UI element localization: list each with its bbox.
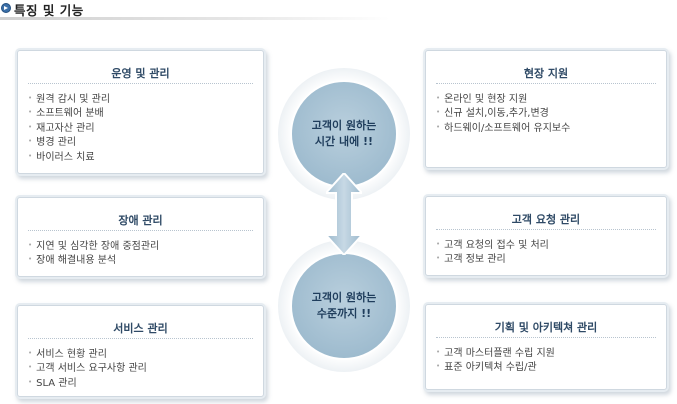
box-title: 운영 및 관리: [111, 67, 170, 80]
box-title: 서비스 관리: [113, 322, 168, 335]
list-item: 하드웨이/소프트웨어 유지보수: [436, 122, 570, 136]
box-divider: [28, 83, 253, 84]
box-service-management: 서비스 관리 서비스 현황 관리 고객 서비스 요구사항 관리 SLA 관리: [17, 305, 264, 397]
list-item: 서비스 현황 관리: [28, 348, 147, 362]
list-item: 병경 관리: [28, 136, 110, 150]
box-divider: [436, 337, 656, 338]
double-arrow-icon: [326, 173, 362, 255]
box-title: 고객 요청 관리: [511, 213, 581, 226]
box-operation-management: 운영 및 관리 원격 감시 및 관리 소프트웨어 분배 재고자산 관리 병경 관…: [17, 50, 264, 174]
box-field-support: 현장 지원 온라인 및 현장 지원 신규 설치,이동,추가,변경 하드웨이/소프…: [425, 50, 667, 168]
list-item: 고객 서비스 요구사항 관리: [28, 362, 147, 376]
box-item-list: 고객 요청의 접수 및 처리 고객 정보 관리: [436, 239, 549, 268]
list-item: 신규 설치,이동,추가,변경: [436, 107, 570, 121]
list-item: 장애 해결내용 분석: [28, 254, 159, 268]
box-divider: [436, 229, 656, 230]
box-item-list: 원격 감시 및 관리 소프트웨어 분배 재고자산 관리 병경 관리 바이러스 치…: [28, 93, 110, 165]
circle-line: 수준까지 !!: [316, 307, 372, 320]
circle-time: 고객이 원하는 시간 내에 !!: [290, 80, 398, 188]
list-item: 재고자산 관리: [28, 122, 110, 136]
box-planning-architecture-management: 기획 및 아키텍쳐 관리 고객 마스터플랜 수립 지원 표준 아키텍쳐 수립/관: [425, 304, 667, 390]
circle-text: 고객이 원하는 시간 내에 !!: [312, 118, 377, 150]
box-item-list: 지연 및 심각한 장애 중점관리 장애 해결내용 분석: [28, 240, 159, 269]
box-divider: [28, 230, 253, 231]
list-item: SLA 관리: [28, 377, 147, 391]
list-item: 바이러스 치료: [28, 151, 110, 165]
box-item-list: 온라인 및 현장 지원 신규 설치,이동,추가,변경 하드웨이/소프트웨어 유지…: [436, 93, 570, 136]
box-item-list: 서비스 현황 관리 고객 서비스 요구사항 관리 SLA 관리: [28, 348, 147, 391]
circle-line: 고객이 원하는: [311, 119, 377, 132]
list-item: 고객 요청의 접수 및 처리: [436, 239, 549, 253]
circle-level: 고객이 원하는 수준까지 !!: [290, 252, 398, 360]
box-title: 현장 지원: [523, 67, 569, 80]
list-item: 원격 감시 및 관리: [28, 93, 110, 107]
section-title: 특징 및 기능: [14, 3, 84, 18]
box-title: 장애 관리: [118, 214, 163, 227]
section-header: 특징 및 기능: [0, 0, 400, 20]
header-divider: [0, 17, 390, 20]
box-fault-management: 장애 관리 지연 및 심각한 장애 중점관리 장애 해결내용 분석: [17, 197, 264, 277]
circle-line: 고객이 원하는: [311, 291, 377, 304]
circle-text: 고객이 원하는 수준까지 !!: [312, 290, 377, 322]
list-item: 고객 정보 관리: [436, 253, 549, 267]
box-divider: [28, 338, 253, 339]
list-item: 온라인 및 현장 지원: [436, 93, 570, 107]
list-item: 소프트웨어 분배: [28, 107, 110, 121]
list-item: 지연 및 심각한 장애 중점관리: [28, 240, 159, 254]
bullet-arrow-icon: [1, 3, 11, 13]
box-item-list: 고객 마스터플랜 수립 지원 표준 아키텍쳐 수립/관: [436, 347, 555, 376]
box-title: 기획 및 아키텍쳐 관리: [494, 321, 598, 334]
list-item: 표준 아키텍쳐 수립/관: [436, 361, 555, 375]
box-customer-request-management: 고객 요청 관리 고객 요청의 접수 및 처리 고객 정보 관리: [425, 196, 667, 276]
circle-line: 시간 내에 !!: [314, 135, 374, 148]
box-divider: [436, 83, 656, 84]
list-item: 고객 마스터플랜 수립 지원: [436, 347, 555, 361]
